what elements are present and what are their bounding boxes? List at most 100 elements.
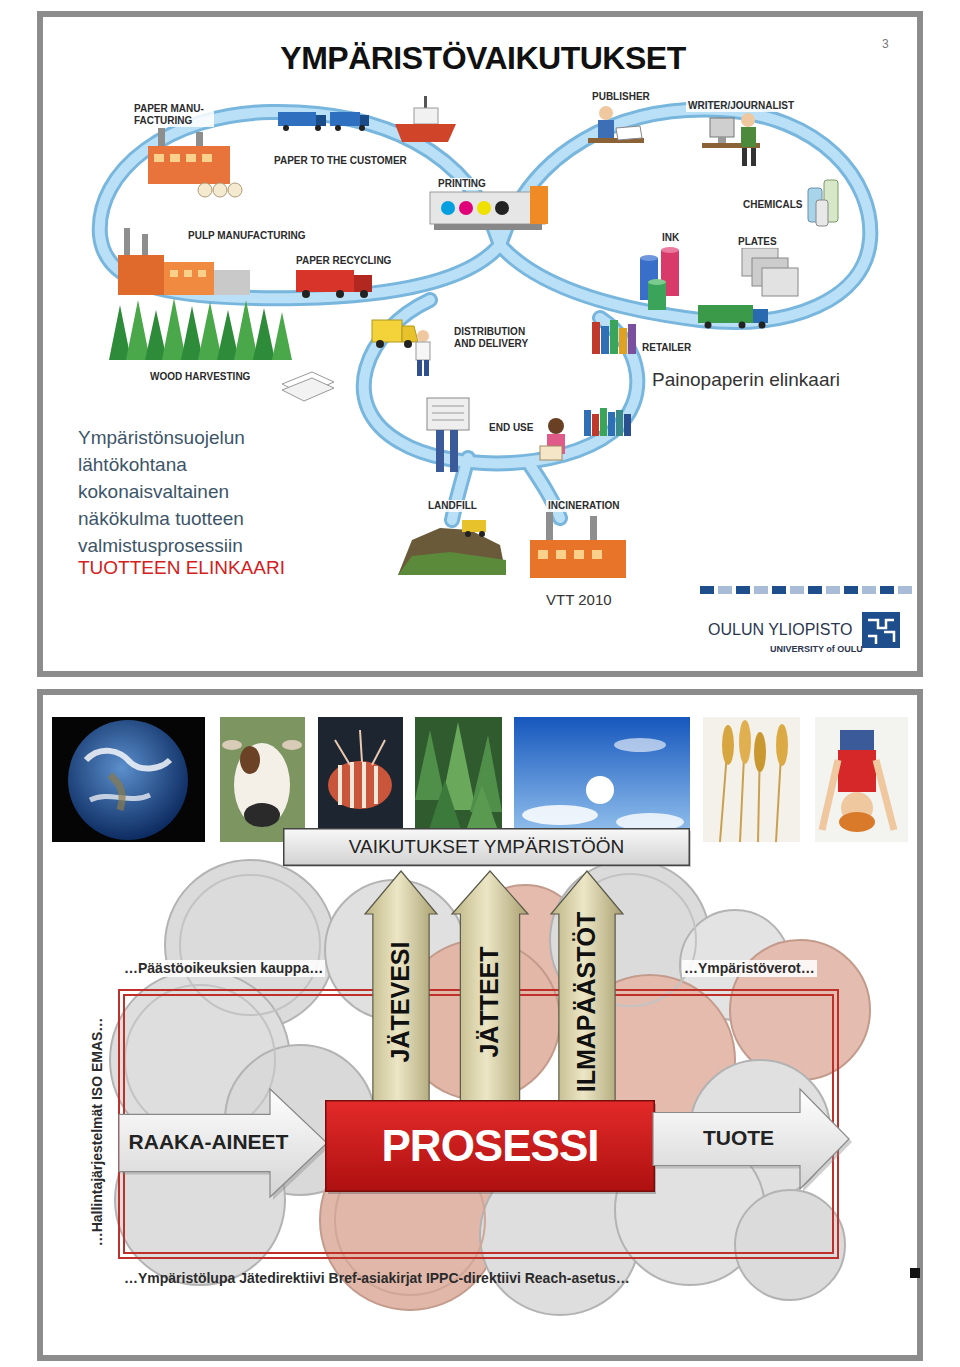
forest-photo [415,717,502,842]
pulp-mill-icon [124,228,130,256]
logo-stripe [808,586,822,594]
publisher-icon [588,106,644,143]
stage-label-wrap: LANDFILL [426,495,479,513]
forest-icon [126,300,150,360]
logo-subtext: UNIVERSITY of OULU [768,644,865,655]
fish-photo [340,762,376,808]
logo-text: OULUN YLIOPISTO [706,620,854,639]
printing-plates-icon [762,268,798,296]
delivery-van-icon [417,360,422,376]
cow-photo [220,717,305,842]
logo-stripe [790,586,804,594]
output-arrow-shape [652,1088,850,1190]
slide-frame [40,14,920,1358]
regulation-frame [119,990,838,1258]
logo-stripe [700,586,912,594]
newspaper-reader-icon [436,430,444,472]
logo-stripe [898,586,912,594]
printing-press-icon [530,186,548,224]
wheat-photo [739,720,751,764]
logo-stripe [700,586,714,594]
arrow-shadow [122,1092,330,1200]
publisher-icon [598,120,614,140]
earth-photo [68,720,188,840]
writer-icon [702,113,760,166]
printing-press-icon [441,201,455,215]
forest-icon [272,312,292,360]
wheat-photo [703,717,800,842]
forest-icon [234,300,258,360]
life-cycle-loop [364,300,638,463]
delivery-van-icon [372,320,430,376]
figure-caption: Painopaperin elinkaari [650,369,842,392]
newspaper-reader-icon [432,420,464,421]
forest-photo [425,780,465,842]
incinerator-icon [538,550,548,559]
paper-stack-icon [282,378,334,401]
emission-arrow: JÄTEVESI [364,870,438,1102]
stage-label: PRINTING [436,178,488,190]
forest-icon [109,298,292,360]
logo-stripe [826,586,840,594]
coin-background [115,1115,285,1285]
truck-icon [316,115,326,126]
regulation-frame [124,995,833,1253]
source-note: VTT 2010 [544,591,614,609]
stage-label: WRITER/JOURNALIST [686,100,796,112]
paper-mill-icon [228,183,242,197]
stage-label-wrap: PAPER RECYCLING [294,250,393,268]
stage-label-wrap: PLATES [736,231,779,249]
emphasis-text-wrap: TUOTTEEN ELINKAARI [76,557,287,580]
stage-label-wrap: PRINTING [436,173,488,191]
pulp-mill-icon [170,270,178,277]
arrow-outline [653,1089,849,1189]
arrow-outline [452,871,528,1102]
instrument-note: …Ympäristöverot… [682,960,817,977]
forest-icon [198,302,222,360]
printing-press-icon [434,224,542,230]
stage-label-wrap: CHEMICALS [741,194,804,212]
stage-label: RETAILER [640,342,693,354]
newspaper-reader-icon [432,413,464,414]
impact-box-shape [283,828,690,866]
stage-label-wrap: PAPER TO THE CUSTOMER [272,150,409,168]
university-logo [862,612,900,648]
stage-label-wrap: WOOD HARVESTING [148,366,252,384]
pulp-mill-icon [214,270,250,295]
earth-photo [86,751,170,769]
delivery-van-icon [424,360,429,376]
stage-label-wrap: PULP MANUFACTURING [186,225,308,243]
life-cycle-loop [500,110,870,322]
emission-arrow: JÄTTEET [451,870,529,1102]
source-note-wrap: VTT 2010 [544,591,614,609]
logo-subtext-wrap: UNIVERSITY of OULU [768,638,865,656]
slide-frame [40,14,920,674]
university-logo [868,620,894,644]
stage-label: PAPER TO THE CUSTOMER [272,155,409,167]
stage-label: PUBLISHER [590,91,652,103]
forest-photo [462,785,502,842]
cow-photo [244,803,280,827]
cow-photo [220,717,305,842]
coin-background [110,860,870,1315]
child-photo [838,750,876,792]
reading-child-icon [608,412,615,436]
pulp-mill-icon [164,262,214,295]
instrument-note-wrap: …Päästöoikeuksien kauppa… [122,959,325,977]
sky-photo [514,717,690,842]
cow-photo [222,740,242,750]
bookshelf-icon [592,320,636,354]
coin-background [320,1130,500,1310]
truck-icon [330,112,360,126]
arrow-shadow [656,1092,852,1192]
landfill-icon [398,552,506,575]
stage-label: PULP MANUFACTURING [186,230,308,242]
newspaper-reader-icon [427,398,469,430]
stage-label: PAPER MANU- FACTURING [132,103,214,127]
figure-caption-wrap: Painopaperin elinkaari [650,369,842,392]
ink-barrels-icon [648,282,666,310]
logo-stripe [880,586,894,594]
paper-mill-icon [186,154,196,162]
